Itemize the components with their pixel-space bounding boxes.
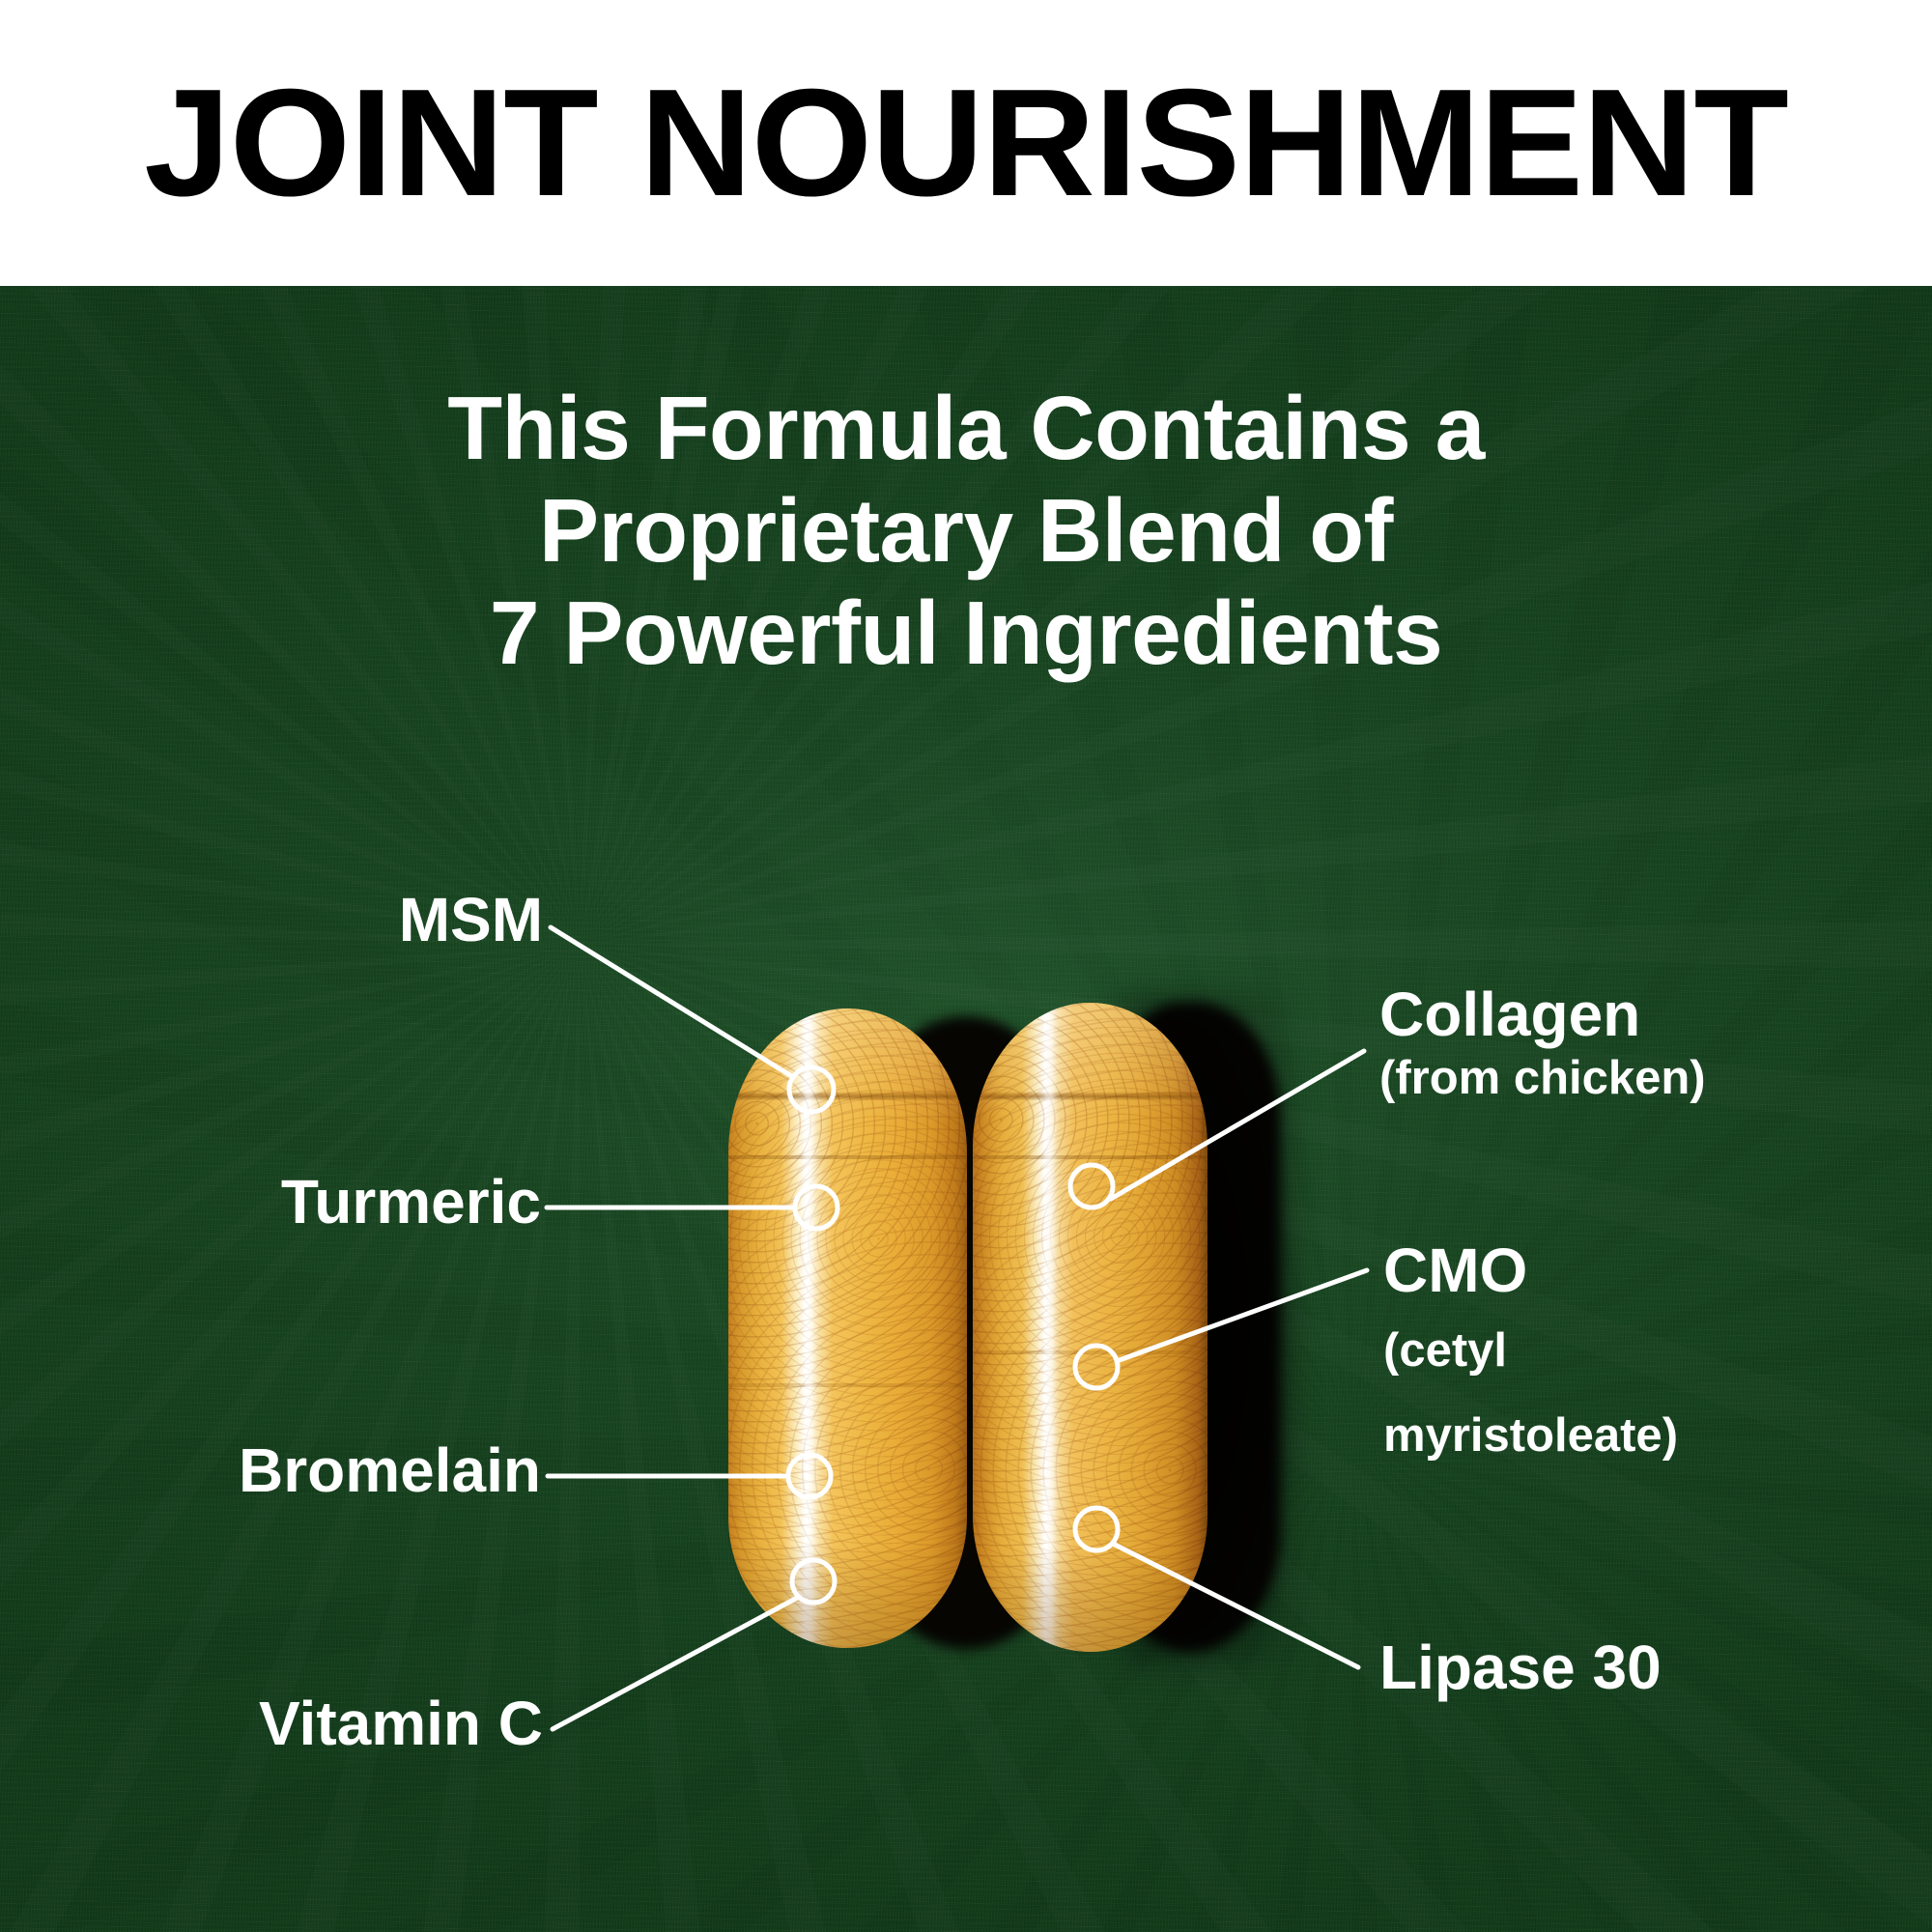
marker-msm bbox=[786, 1065, 837, 1115]
leader-cmo bbox=[1114, 1267, 1370, 1364]
callout-sublabel-cmo-line1: (cetyl bbox=[1383, 1324, 1508, 1377]
leader-collagen bbox=[1108, 1048, 1367, 1202]
callout-label-lipase-30: Lipase 30 bbox=[1379, 1633, 1662, 1702]
capsule-left-specular-highlight bbox=[802, 1009, 817, 1648]
capsule-right-body-seam bbox=[973, 1350, 1208, 1354]
capsule-right bbox=[973, 1003, 1208, 1652]
headline: This Formula Contains a Proprietary Blen… bbox=[0, 377, 1932, 684]
leader-msm bbox=[548, 924, 796, 1080]
page-title: JOINT NOURISHMENT bbox=[144, 58, 1789, 228]
marker-collagen bbox=[1067, 1162, 1116, 1210]
marker-bromelain bbox=[785, 1452, 834, 1500]
callout-label-bromelain: Bromelain bbox=[239, 1435, 541, 1505]
capsule-left-cap-edge bbox=[728, 1155, 967, 1159]
callout-sublabel-cmo-line2: myristoleate) bbox=[1383, 1409, 1679, 1462]
capsule-left-joint-ring bbox=[728, 1092, 967, 1100]
capsule-left-top-highlight bbox=[728, 1009, 967, 1124]
callout-label-collagen: Collagen bbox=[1379, 980, 1641, 1049]
capsule-right-powder-texture bbox=[973, 1003, 1208, 1652]
marker-cmo bbox=[1072, 1343, 1121, 1391]
capsule-left-bottom-shade bbox=[728, 1542, 967, 1648]
capsule-left-powder-texture bbox=[728, 1009, 967, 1648]
capsule-right-bottom-shade bbox=[973, 1546, 1208, 1652]
leader-vitamin-c bbox=[550, 1594, 802, 1732]
header-band: JOINT NOURISHMENT bbox=[0, 0, 1932, 286]
marker-turmeric bbox=[792, 1183, 840, 1232]
capsule-left bbox=[728, 1009, 967, 1648]
capsule-right-joint-ring bbox=[973, 1092, 1208, 1100]
leader-lipase-30 bbox=[1110, 1541, 1361, 1670]
marker-vitamin-c bbox=[789, 1557, 838, 1605]
capsule-right-cap-edge bbox=[973, 1155, 1208, 1159]
callout-sublabel-collagen: (from chicken) bbox=[1379, 1052, 1706, 1104]
marker-lipase-30 bbox=[1072, 1505, 1121, 1553]
callout-label-turmeric: Turmeric bbox=[280, 1167, 541, 1236]
callout-label-cmo: CMO bbox=[1383, 1236, 1528, 1305]
headline-line-3: 7 Powerful Ingredients bbox=[489, 582, 1443, 684]
callout-label-vitamin-c: Vitamin C bbox=[259, 1689, 543, 1758]
capsule-left-body-seam bbox=[728, 1383, 967, 1387]
headline-line-1: This Formula Contains a bbox=[447, 378, 1485, 478]
callout-label-msm: MSM bbox=[398, 885, 543, 954]
capsule-right-specular-highlight bbox=[1042, 1003, 1058, 1652]
headline-line-2: Proprietary Blend of bbox=[539, 480, 1394, 582]
